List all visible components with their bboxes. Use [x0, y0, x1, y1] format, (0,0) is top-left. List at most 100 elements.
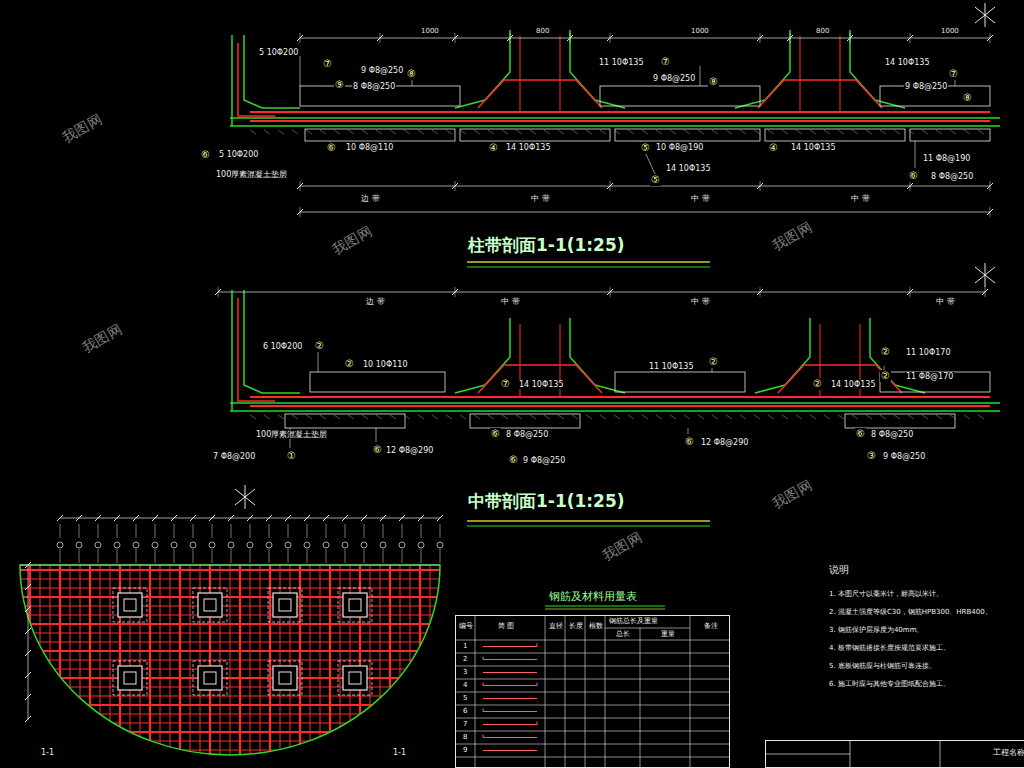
column-outline: [570, 318, 625, 393]
title-block-rule: [940, 740, 941, 768]
note-text: 1. 本图尺寸以毫米计，标高以米计。: [828, 590, 944, 598]
table-rule: [455, 757, 730, 758]
blinding-hatch: [768, 415, 774, 419]
blinding-hatch: [404, 130, 410, 134]
column-outline: [570, 30, 625, 108]
extension-line: [288, 524, 289, 538]
rebar-line: [179, 565, 181, 760]
column-zone: [193, 661, 227, 695]
callout-number: ⑧: [962, 92, 973, 104]
table-title-underline: [545, 605, 665, 606]
extension-line: [117, 549, 118, 563]
bar-sketch: [483, 683, 537, 686]
rebar-line: [70, 565, 71, 760]
extension-line: [610, 181, 611, 191]
column-core: [349, 672, 361, 684]
extension-line: [300, 181, 301, 191]
rebar-callout: 14 10Φ135: [884, 58, 930, 67]
table-cell: 重量: [660, 630, 676, 638]
table-rule: [455, 692, 730, 693]
callout-number: ⑦: [948, 68, 959, 80]
column-outline: [455, 318, 510, 393]
column-rebar: [520, 36, 521, 112]
rebar-line: [299, 565, 301, 760]
blinding-hatch: [922, 415, 928, 419]
blinding-hatch: [712, 415, 718, 419]
extension-line: [990, 207, 991, 217]
dimension-tick: [25, 628, 31, 634]
extension-line: [990, 33, 991, 43]
rebar-line: [389, 565, 391, 760]
table-rule: [565, 615, 566, 768]
extension-line: [231, 549, 232, 563]
table-cell: 编号: [458, 622, 474, 630]
leader-line: [688, 428, 689, 434]
rebar-line: [20, 696, 440, 697]
rebar-line: [20, 596, 440, 598]
rebar-line: [80, 565, 81, 760]
table-rule: [690, 615, 691, 768]
column-outline: [755, 318, 810, 393]
rebar-line: [20, 714, 440, 715]
column-core: [204, 672, 216, 684]
blinding-hatch: [642, 415, 648, 419]
blinding-hatch: [586, 130, 592, 134]
blinding-hatch: [950, 130, 956, 134]
table-cell: 根数: [588, 622, 604, 630]
blinding-hatch: [754, 415, 760, 419]
blinding-hatch: [726, 415, 732, 419]
grid-bubble: [209, 542, 215, 548]
rebar-line: [20, 750, 440, 751]
grid-bubble: [190, 542, 196, 548]
blinding-hatch: [894, 415, 900, 419]
rebar-callout: 6 10Φ200: [262, 342, 303, 351]
extension-line: [383, 549, 384, 563]
column-zone: [113, 661, 147, 695]
extension-line: [760, 181, 761, 191]
leader-line: [915, 141, 916, 168]
blinding-hatch: [782, 415, 788, 419]
dimension-tick: [76, 515, 82, 521]
table-cell: 2: [462, 655, 468, 663]
blinding-hatch: [362, 415, 368, 419]
blinding-hatch: [320, 130, 326, 134]
callout-number: ⑥: [326, 142, 337, 154]
note-text: 4. 板带钢筋搭接长度按规范要求施工。: [828, 644, 951, 652]
column-strip-section: [230, 30, 1000, 217]
grid-bubble: [76, 542, 82, 548]
north-arrow: [975, 3, 995, 27]
extension-line: [610, 33, 611, 43]
column-section: [273, 666, 297, 690]
extension-line: [990, 181, 991, 191]
callout-number: ④: [768, 142, 779, 154]
section-title: 柱带剖面1-1(1:25): [467, 236, 626, 256]
column-zone: [193, 588, 227, 622]
blinding-hatch: [390, 130, 396, 134]
dimension-tick: [25, 672, 31, 678]
title-block-text: 工程名称: [766, 741, 1024, 757]
extension-line: [455, 33, 456, 43]
blinding-hatch: [740, 415, 746, 419]
rebar-callout: 100厚素混凝土垫层: [255, 430, 328, 439]
column-core: [279, 672, 291, 684]
dimension-tick: [171, 515, 177, 521]
rebar-line: [370, 565, 371, 760]
extension-line: [193, 549, 194, 563]
callout-number: ②: [344, 358, 355, 370]
dimension-tick: [418, 515, 424, 521]
callout-number: ②: [880, 346, 891, 358]
rebar-table: 钢筋及材料用量表: [455, 615, 730, 768]
dimension-line: [218, 292, 985, 293]
rebar-line: [20, 623, 440, 625]
blinding-hatch: [446, 130, 452, 134]
dimension-tick: [114, 515, 120, 521]
blinding-hatch: [600, 130, 606, 134]
rebar-line: [20, 677, 440, 679]
rebar-line: [239, 565, 241, 760]
rebar-line: [110, 565, 111, 760]
extension-line: [421, 524, 422, 538]
rebar-callout: 14 10Φ135: [665, 164, 711, 173]
column-core: [124, 599, 136, 611]
table-title-underline: [545, 609, 665, 610]
blinding-hatch: [796, 130, 802, 134]
